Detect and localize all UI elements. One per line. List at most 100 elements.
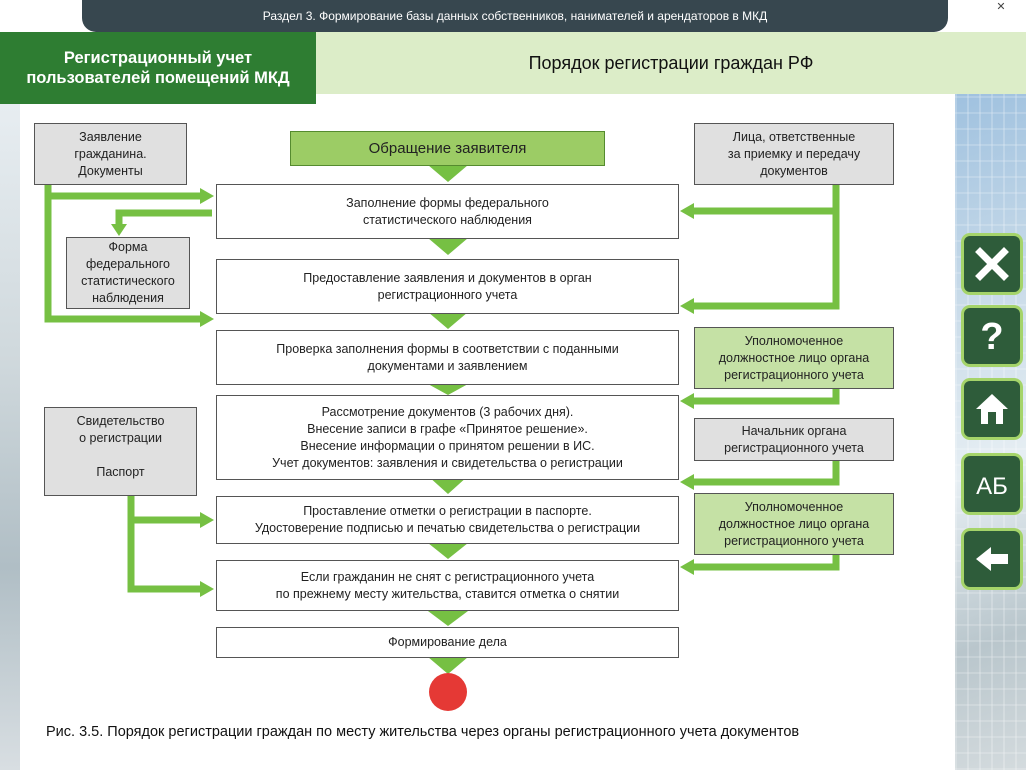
section-title: Раздел 3. Формирование базы данных собст… [262, 9, 768, 23]
svg-text:?: ? [980, 316, 1003, 356]
glossary-icon: АБ [976, 473, 1008, 500]
left-box-line: наблюдения [92, 291, 164, 305]
help-icon: ? [980, 316, 1003, 356]
connector-line [115, 209, 212, 226]
left-arrow-head [680, 298, 694, 314]
start-box: Обращение заявителя [290, 131, 605, 166]
down-arrow [428, 657, 468, 674]
right-box-line: должностное лицо органа [718, 350, 870, 365]
left-arrow-head [680, 474, 694, 490]
right-box-line: должностное лицо органа [718, 516, 870, 531]
start-label: Обращение заявителя [368, 140, 527, 157]
right-box-line: Начальник органа [741, 423, 847, 438]
step-line: Проставление отметки о регистрации в пас… [303, 504, 592, 518]
down-arrow-head [111, 224, 127, 236]
step-box: Заполнение формы федерального статистиче… [216, 184, 679, 239]
left-box-line: статистического [81, 274, 175, 288]
down-arrow [428, 384, 468, 395]
connector-line [127, 520, 202, 593]
page-title: Порядок регистрации граждан РФ [316, 32, 1026, 94]
right-box-line: регистрационного учета [724, 533, 864, 548]
header-left-line: пользователей помещений МКД [26, 69, 290, 87]
left-box-line: федерального [85, 257, 170, 271]
header-left-line: Регистрационный учет [63, 49, 253, 67]
down-arrow [428, 238, 468, 255]
right-box-official: Уполномоченное должностное лицо органа р… [694, 327, 894, 389]
down-arrow [428, 543, 468, 559]
connector-line [692, 211, 840, 310]
step-box: Предоставление заявления и документов в … [216, 259, 679, 314]
glossary-label: АБ [976, 473, 1008, 500]
step-line: Проверка заполнения формы в соответствии… [276, 341, 619, 356]
window-close-icon[interactable]: ✕ [996, 1, 1006, 13]
step-line: Предоставление заявления и документов в … [303, 270, 592, 285]
figure-caption: Рис. 3.5. Порядок регистрации граждан по… [46, 724, 800, 740]
section-title-bar: Раздел 3. Формирование базы данных собст… [82, 0, 948, 32]
step-line: Заполнение формы федерального [346, 195, 549, 210]
home-icon [976, 394, 1008, 424]
step-box: Проставление отметки о регистрации в пас… [216, 496, 679, 544]
close-button[interactable] [964, 236, 1020, 292]
down-arrow [428, 476, 468, 494]
right-box-head: Начальник органа регистрационного учета [694, 418, 894, 461]
connector-line [127, 496, 202, 524]
right-box-line: регистрационного учета [724, 440, 864, 455]
header-left-title: Регистрационный учет пользователей помещ… [0, 32, 316, 104]
right-box-official: Уполномоченное должностное лицо органа р… [694, 493, 894, 555]
left-arrow-head [680, 393, 694, 409]
step-box: Если гражданин не снят с регистрационног… [216, 560, 679, 611]
left-arrow-head [680, 559, 694, 575]
end-node [429, 673, 467, 711]
step-line: Внесение записи в графе «Принятое решени… [307, 421, 588, 436]
left-box-line: гражданина. [74, 146, 147, 161]
right-box-line: за приемку и передачу [727, 146, 861, 161]
right-box-line: регистрационного учета [724, 367, 864, 382]
step-box: Проверка заполнения формы в соответствии… [216, 330, 679, 385]
step-line: Рассмотрение документов (3 рабочих дня). [321, 404, 574, 419]
step-line: Если гражданин не снят с регистрационног… [300, 569, 595, 584]
step-line: статистического наблюдения [363, 212, 532, 227]
step-line: Внесение информации о принятом решении в… [300, 438, 595, 453]
right-arrow-head [200, 512, 214, 528]
step-box: Формирование дела [216, 627, 679, 658]
left-box-form: Форма федерального статистического наблю… [66, 237, 190, 309]
left-box-line: Заявление [79, 129, 142, 144]
left-box-application: Заявление гражданина. Документы [34, 123, 187, 185]
step-line: регистрационного учета [377, 287, 518, 302]
connector-line [692, 389, 840, 405]
left-box-line: Документы [78, 163, 143, 178]
right-box-line: Уполномоченное [744, 499, 844, 514]
help-button[interactable]: ? [964, 308, 1020, 364]
step-box: Рассмотрение документов (3 рабочих дня).… [216, 395, 679, 480]
step-line: Формирование дела [388, 635, 507, 649]
down-arrow [428, 165, 468, 182]
background-left [0, 94, 20, 770]
down-arrow [428, 611, 468, 626]
back-arrow-icon [976, 547, 1008, 571]
step-line: Учет документов: заявления и свидетельст… [272, 455, 623, 470]
glossary-button[interactable]: АБ [964, 456, 1020, 512]
right-box-responsible: Лица, ответственные за приемку и передач… [694, 123, 894, 185]
connector-line [692, 460, 840, 486]
left-box-certificate: Свидетельство о регистрации Паспорт [44, 407, 197, 496]
left-box-line: Свидетельство [76, 414, 165, 428]
right-arrow-head [200, 188, 214, 204]
step-line: Удостоверение подписью и печатью свидете… [254, 521, 641, 535]
left-box-line: Паспорт [96, 465, 145, 479]
right-box-line: Лица, ответственные [732, 129, 856, 144]
back-button[interactable] [964, 531, 1020, 587]
left-arrow-head [680, 203, 694, 219]
connector-line [692, 184, 840, 215]
left-box-line: Форма [108, 240, 148, 254]
left-box-line: о регистрации [79, 431, 162, 445]
connector-line [44, 196, 202, 323]
step-line: документами и заявлением [367, 358, 528, 373]
down-arrow [428, 312, 468, 329]
page-title-text: Порядок регистрации граждан РФ [528, 52, 814, 73]
close-icon [975, 247, 1009, 281]
home-button[interactable] [964, 381, 1020, 437]
right-arrow-head [200, 581, 214, 597]
connector-line [692, 555, 840, 571]
connector-line [44, 184, 202, 200]
